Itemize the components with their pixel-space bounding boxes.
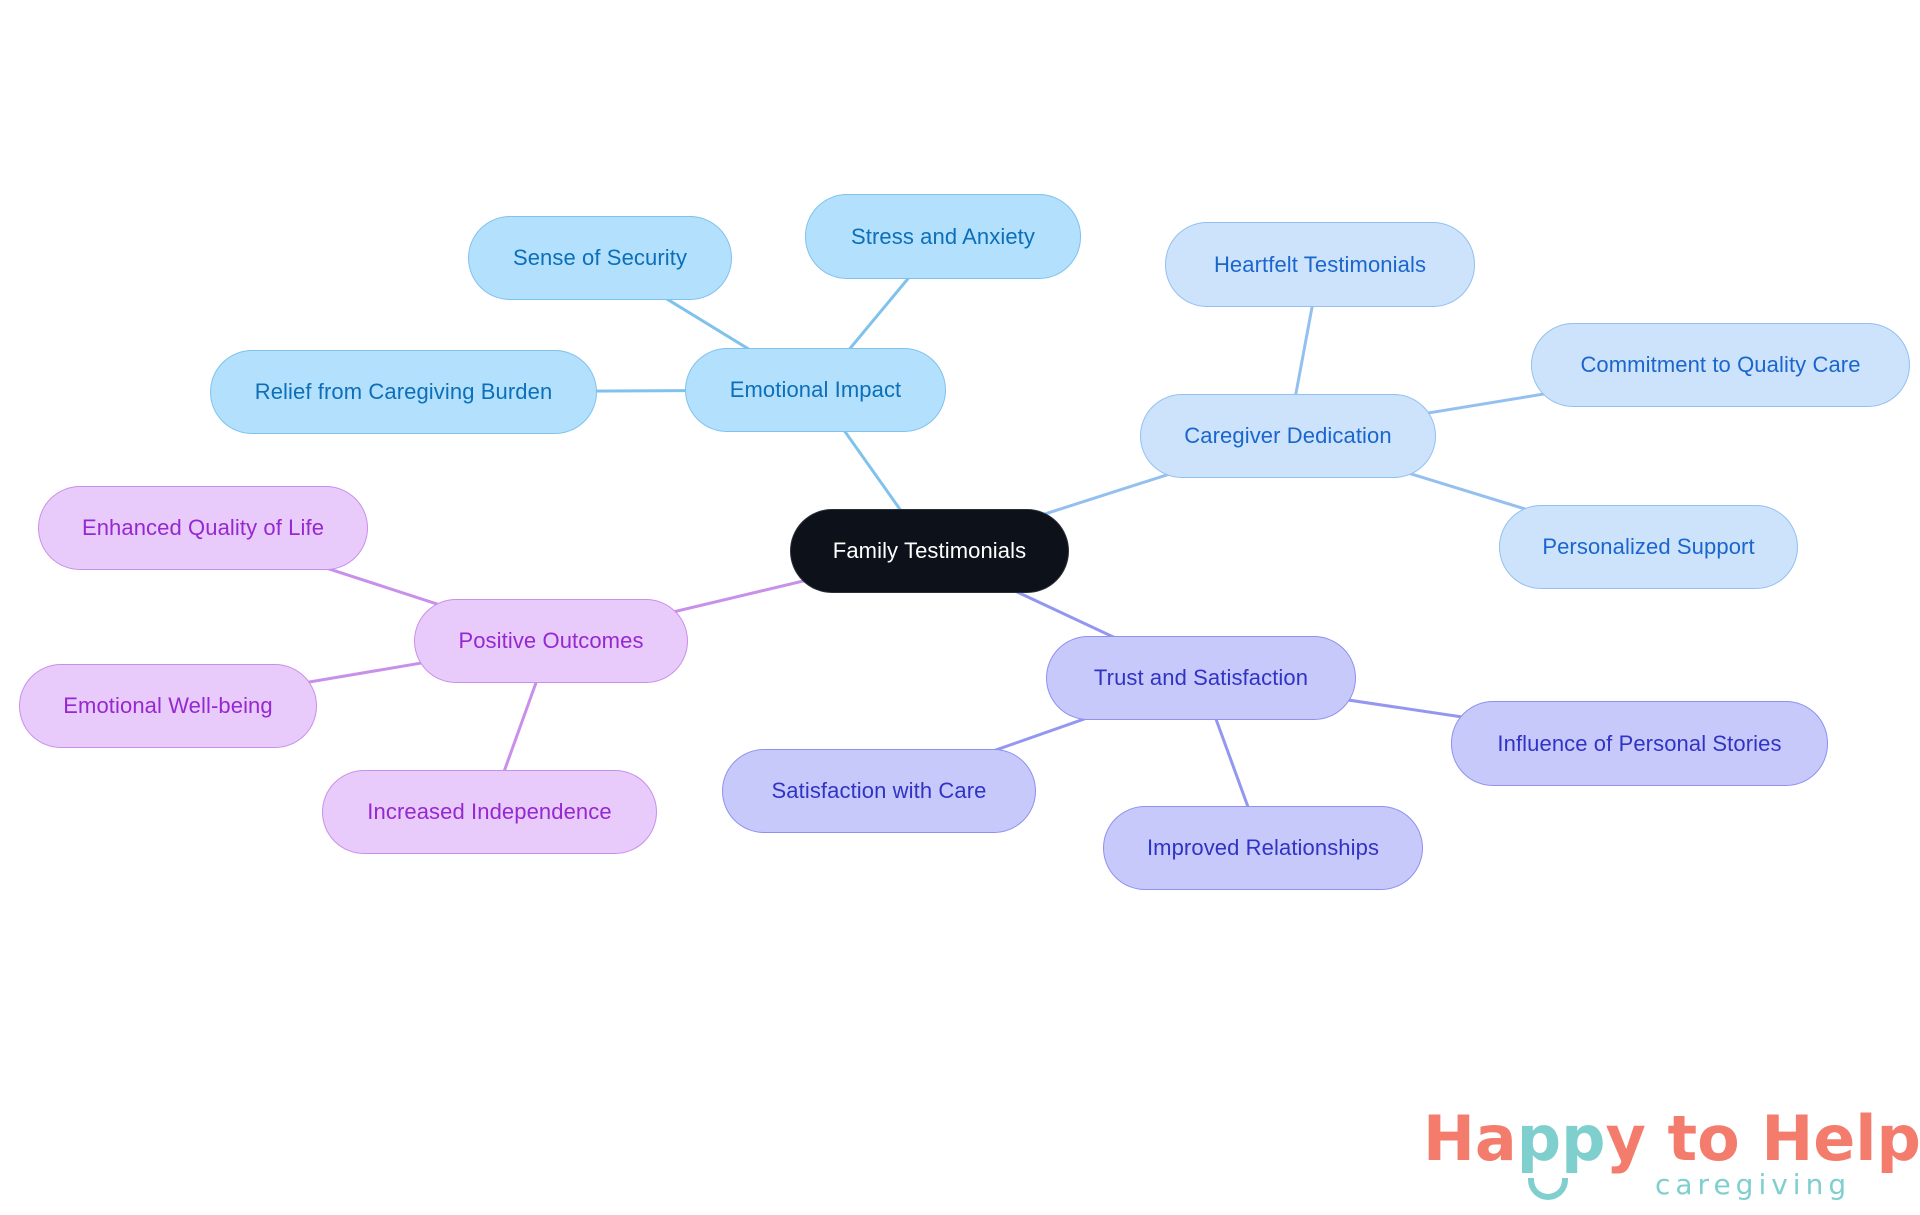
node-label: Personalized Support (1542, 534, 1755, 559)
leaf-node-influence[interactable]: Influence of Personal Stories (1451, 701, 1828, 786)
leaf-node-stress[interactable]: Stress and Anxiety (805, 194, 1081, 279)
smile-icon (1528, 1178, 1568, 1200)
branch-node-trust[interactable]: Trust and Satisfaction (1046, 636, 1356, 720)
leaf-node-personalized[interactable]: Personalized Support (1499, 505, 1798, 589)
leaf-node-relationships[interactable]: Improved Relationships (1103, 806, 1423, 890)
root-node-family-testimonials[interactable]: Family Testimonials (790, 509, 1069, 593)
leaf-node-relief[interactable]: Relief from Caregiving Burden (210, 350, 597, 434)
node-label: Increased Independence (367, 799, 612, 824)
logo-wordmark: Happy to Help (1423, 1108, 1920, 1170)
branch-node-emotional[interactable]: Emotional Impact (685, 348, 946, 432)
brand-logo: Happy to Help caregiving (1423, 1108, 1920, 1208)
node-label: Enhanced Quality of Life (81, 515, 325, 540)
logo-text-part2: pp (1516, 1102, 1606, 1175)
leaf-node-security[interactable]: Sense of Security (468, 216, 732, 300)
leaf-node-quality[interactable]: Enhanced Quality of Life (38, 486, 368, 570)
leaf-node-satcare[interactable]: Satisfaction with Care (722, 749, 1036, 833)
node-label: Caregiver Dedication (1184, 423, 1392, 448)
leaf-node-independence[interactable]: Increased Independence (322, 770, 657, 854)
node-label: Influence of Personal Stories (1497, 730, 1782, 756)
node-label: Satisfaction with Care (771, 778, 987, 803)
node-label: Emotional Impact (729, 377, 902, 402)
node-label: Commitment to Quality Care (1580, 352, 1861, 377)
leaf-node-commitment[interactable]: Commitment to Quality Care (1531, 323, 1910, 407)
branch-node-positive[interactable]: Positive Outcomes (414, 599, 688, 683)
node-label: Family Testimonials (832, 538, 1027, 563)
node-label: Positive Outcomes (458, 628, 644, 653)
branch-node-caregiver[interactable]: Caregiver Dedication (1140, 394, 1436, 478)
leaf-node-wellbeing[interactable]: Emotional Well-being (19, 664, 317, 748)
node-label: Improved Relationships (1146, 835, 1380, 860)
logo-text-part1: Ha (1423, 1102, 1517, 1175)
node-label: Relief from Caregiving Burden (254, 379, 553, 404)
node-label: Emotional Well-being (63, 693, 273, 718)
node-label: Stress and Anxiety (850, 223, 1035, 249)
logo-tagline: caregiving (1655, 1168, 1852, 1201)
node-label: Trust and Satisfaction (1093, 665, 1309, 690)
node-label: Sense of Security (512, 245, 688, 270)
logo-text-part3: y to Help (1605, 1102, 1920, 1175)
leaf-node-heartfelt[interactable]: Heartfelt Testimonials (1165, 222, 1475, 307)
node-label: Heartfelt Testimonials (1213, 251, 1427, 277)
